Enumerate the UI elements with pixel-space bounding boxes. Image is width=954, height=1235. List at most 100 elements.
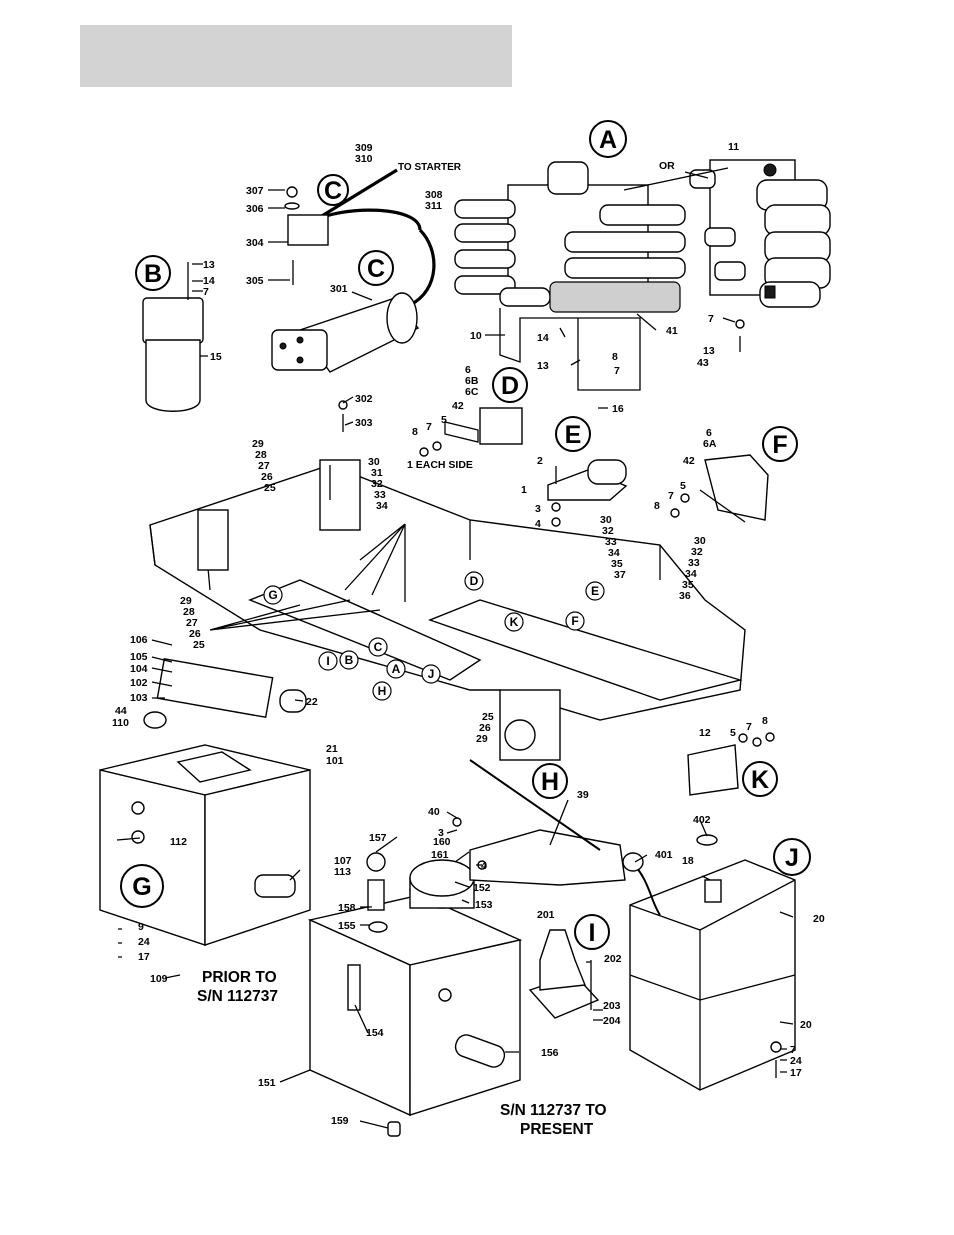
valve-e: [547, 459, 628, 527]
label-a13r: 13: [703, 345, 715, 357]
label-a13: 13: [537, 360, 549, 372]
label-g33: 33: [374, 489, 386, 501]
label-t29: 29: [252, 438, 264, 450]
label-e1: 1: [521, 484, 527, 496]
label-f7: 7: [668, 490, 674, 502]
label-e3: 3: [535, 503, 541, 515]
label-c113: 113: [334, 866, 351, 878]
svg-text:C: C: [367, 255, 385, 283]
label-c9: 9: [138, 921, 144, 933]
valve-f: [670, 454, 769, 523]
callout-g: G: [120, 864, 164, 908]
svg-text:B: B: [345, 653, 354, 667]
callout-a: A: [589, 120, 627, 158]
label-c106: 106: [130, 634, 148, 646]
frame-callout-k: K: [504, 612, 524, 632]
captions: PRIOR TO S/N 112737 S/N 112737 TO PRESEN…: [197, 969, 607, 1138]
label-303: 303: [355, 417, 373, 429]
label-g34: 34: [376, 500, 388, 512]
header-bar: [80, 25, 512, 87]
svg-text:C: C: [374, 640, 383, 654]
label-h3: 3: [438, 827, 444, 839]
label-b7: 7: [203, 286, 209, 298]
svg-text:D: D: [501, 372, 519, 400]
filter-assembly: [142, 262, 204, 412]
label-t25: 25: [264, 482, 276, 494]
label-d6: 6: [465, 364, 471, 376]
label-b14: 14: [203, 275, 215, 287]
label-b15: 15: [210, 351, 222, 363]
svg-text:B: B: [144, 260, 162, 288]
callout-i: I: [574, 914, 610, 950]
frame-callout-b: B: [339, 650, 359, 670]
label-f6: 6: [706, 427, 712, 439]
svg-text:A: A: [392, 662, 401, 676]
label-305: 305: [246, 275, 264, 287]
svg-text:K: K: [510, 615, 519, 629]
label-j7: 7: [790, 1044, 796, 1056]
label-j24: 24: [790, 1055, 802, 1067]
frame-callout-g: G: [263, 585, 283, 605]
svg-text:E: E: [591, 584, 599, 598]
svg-text:C: C: [324, 177, 342, 205]
frame-callout-h: H: [372, 681, 392, 701]
label-b13: 13: [203, 259, 215, 271]
label-204: 204: [603, 1015, 621, 1027]
label-m25: 25: [193, 639, 205, 651]
label-a10: 10: [470, 330, 482, 342]
label-h39: 39: [577, 789, 589, 801]
label-310: 310: [355, 153, 373, 165]
label-c22: 22: [306, 696, 318, 708]
svg-text:I: I: [589, 919, 596, 947]
caption-prior-line1: PRIOR TO: [202, 969, 277, 986]
label-a14: 14: [537, 332, 549, 344]
caption-present-line1: S/N 112737 TO: [500, 1102, 607, 1119]
label-301: 301: [330, 283, 348, 295]
tank-new: [307, 852, 523, 1137]
label-t27: 27: [258, 460, 270, 472]
label-c103: 103: [130, 692, 148, 704]
callout-d: D: [492, 367, 528, 403]
label-j17: 17: [790, 1067, 802, 1079]
label-bot25: 25: [482, 711, 494, 723]
label-bot26: 26: [479, 722, 491, 734]
svg-text:A: A: [599, 126, 617, 154]
label-r1-34: 34: [608, 547, 620, 559]
label-m29: 29: [180, 595, 192, 607]
label-161: 161: [431, 849, 449, 861]
label-d6c: 6C: [465, 386, 479, 398]
label-402: 402: [693, 814, 711, 826]
frame-callout-a: A: [386, 659, 406, 679]
label-bot29: 29: [476, 733, 488, 745]
label-c21: 21: [326, 743, 338, 755]
label-r1-32: 32: [602, 525, 614, 537]
label-152: 152: [473, 882, 491, 894]
label-r2-36: 36: [679, 590, 691, 602]
label-m27: 27: [186, 617, 198, 629]
label-201: 201: [537, 909, 555, 921]
frame-callout-c: C: [368, 637, 388, 657]
label-d7: 7: [426, 421, 432, 433]
callout-j: J: [773, 838, 811, 876]
part-labels: 309 310 TO STARTER 308 311 307 306 304 3…: [112, 141, 825, 1127]
label-a43r: 43: [697, 357, 709, 369]
label-f42: 42: [683, 455, 695, 467]
label-304: 304: [246, 237, 264, 249]
starter-motor-assembly: [271, 168, 436, 432]
label-c107: 107: [334, 855, 352, 867]
label-r2-34: 34: [685, 568, 697, 580]
label-g31: 31: [371, 467, 383, 479]
label-151: 151: [258, 1077, 276, 1089]
callout-e: E: [555, 416, 591, 452]
label-g32: 32: [371, 478, 383, 490]
label-f6a: 6A: [703, 438, 717, 450]
label-a7: 7: [614, 365, 620, 377]
label-a11: 11: [728, 141, 739, 153]
label-158: 158: [338, 902, 356, 914]
label-308: 308: [425, 189, 443, 201]
label-18: 18: [682, 855, 694, 867]
leader-lines: [116, 189, 794, 1129]
tank-j: [622, 834, 796, 1091]
svg-text:J: J: [428, 667, 435, 681]
